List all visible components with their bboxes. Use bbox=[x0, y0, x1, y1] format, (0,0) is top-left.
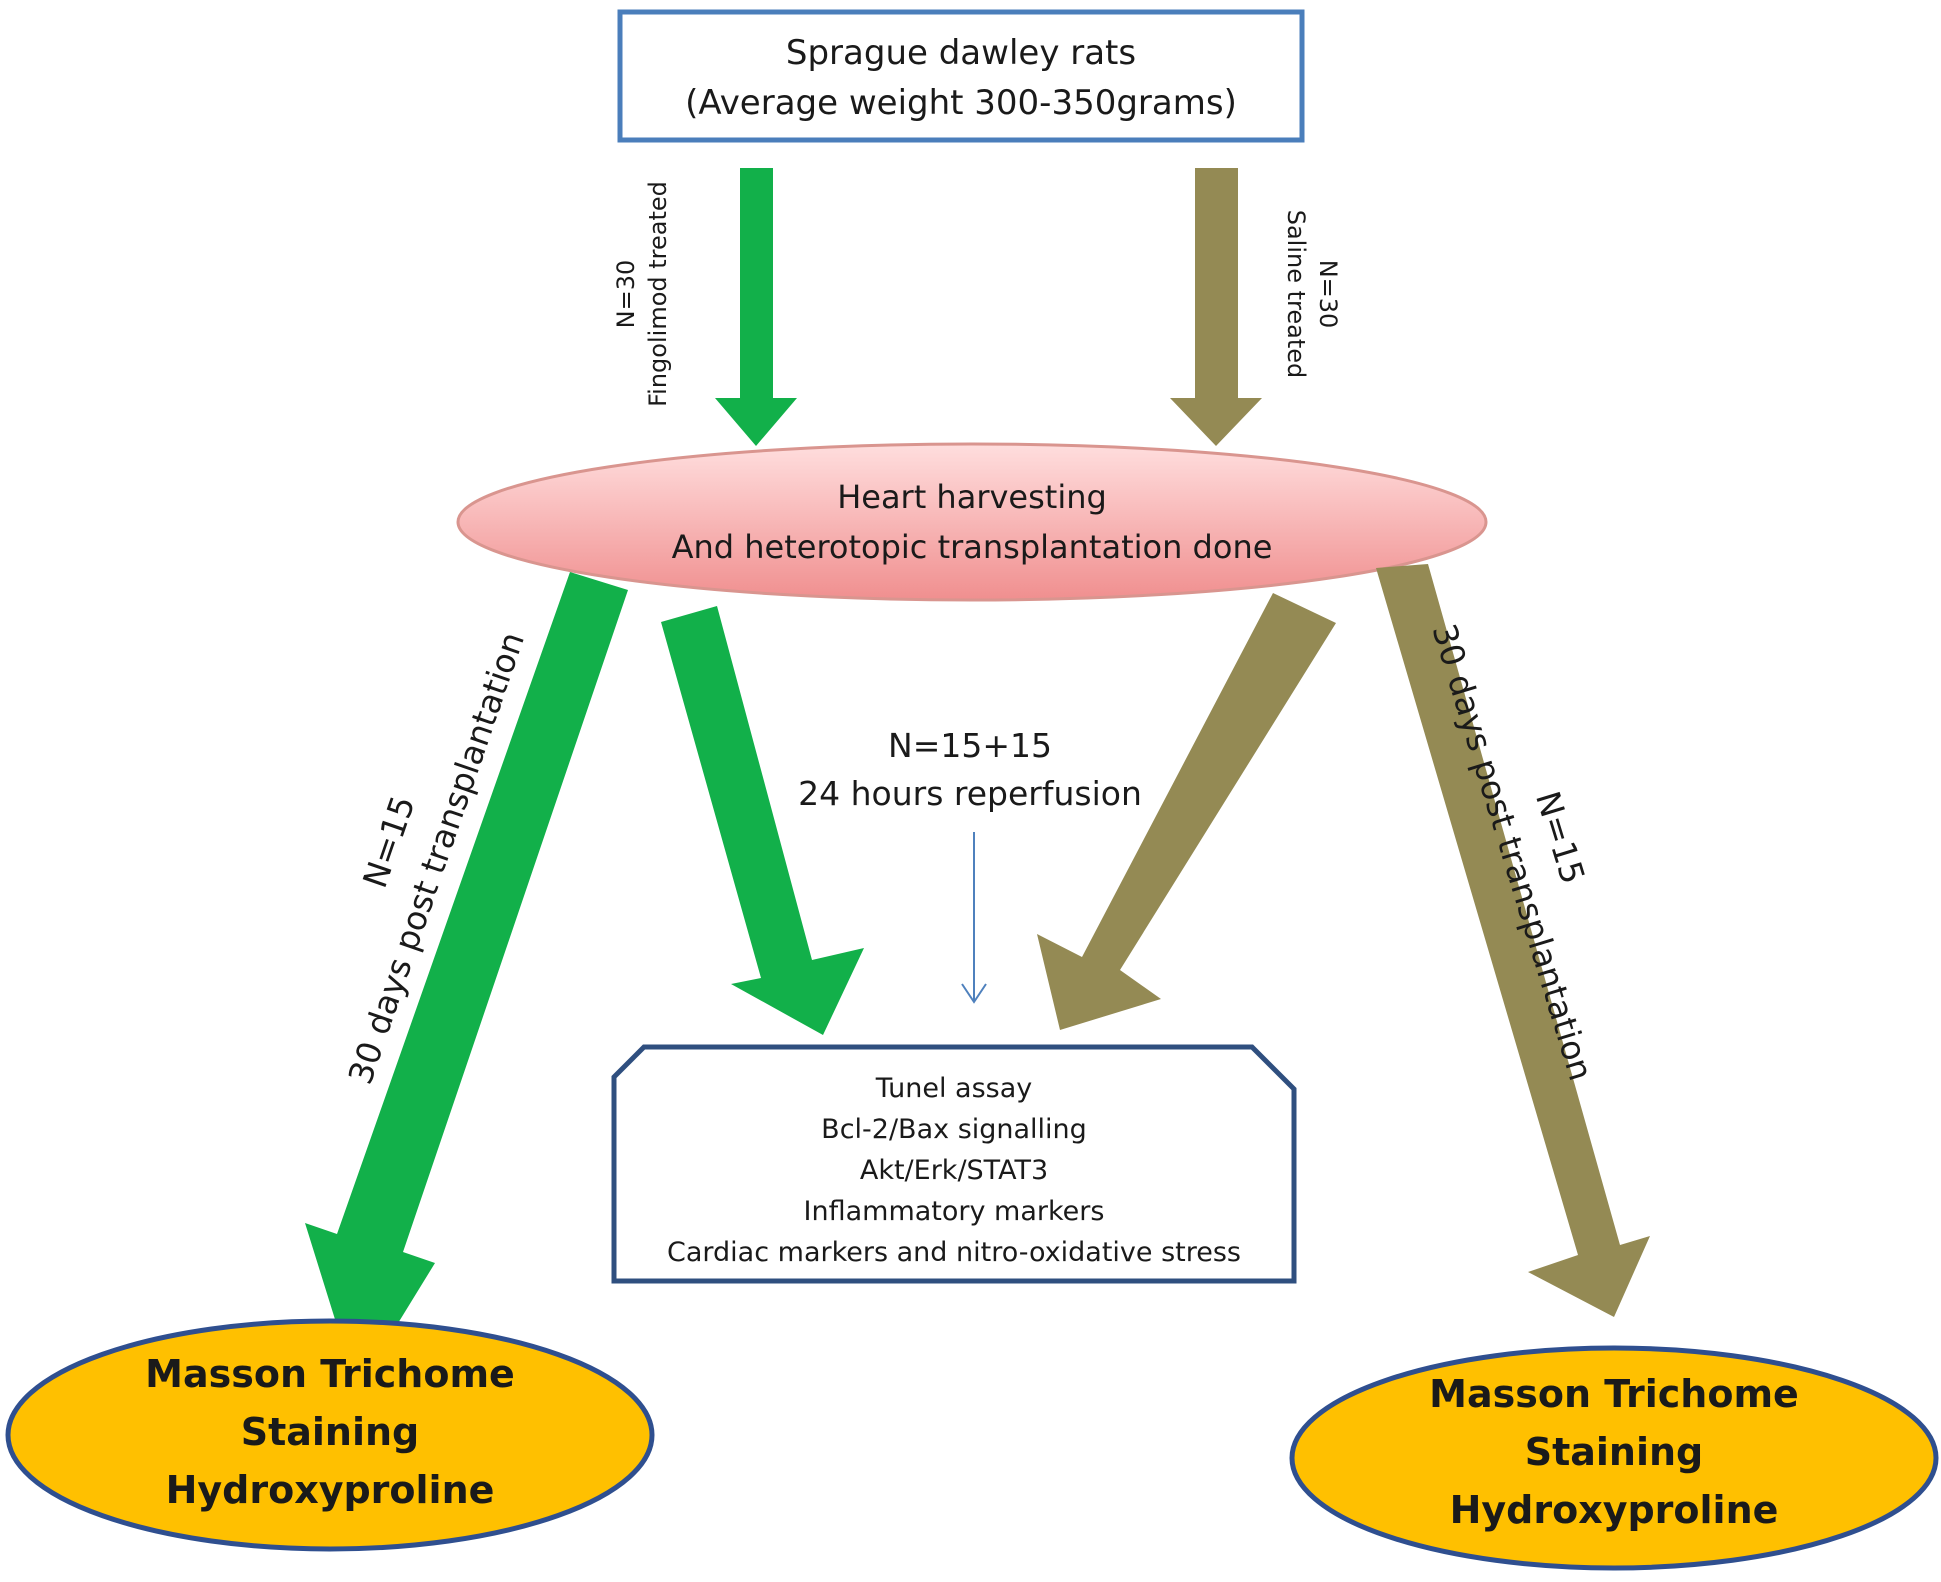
right-result-line: Staining bbox=[1524, 1430, 1704, 1474]
right-result-line: Hydroxyproline bbox=[1449, 1488, 1779, 1532]
left-result-line: Masson Trichome bbox=[145, 1352, 515, 1396]
left-result-text: Masson Trichome Staining Hydroxyproline bbox=[60, 1345, 600, 1519]
saline-n: N=30 bbox=[1314, 259, 1342, 329]
harvest-line1: Heart harvesting bbox=[837, 478, 1107, 516]
fingolimod-n: N=30 bbox=[612, 259, 640, 329]
saline-treatment: Saline treated bbox=[1282, 209, 1310, 379]
saline-label: N=30 Saline treated bbox=[1280, 154, 1344, 434]
harvest-text: Heart harvesting And heterotopic transpl… bbox=[500, 472, 1444, 572]
fingolimod-arrow bbox=[715, 168, 797, 446]
top-box-line1: Sprague dawley rats bbox=[785, 33, 1137, 73]
harvest-ellipse bbox=[456, 442, 1488, 602]
reperfusion-duration: 24 hours reperfusion bbox=[798, 774, 1142, 813]
assay-item: Tunel assay bbox=[875, 1073, 1033, 1104]
right-result-line: Masson Trichome bbox=[1429, 1372, 1799, 1416]
assay-item: Cardiac markers and nitro-oxidative stre… bbox=[667, 1237, 1241, 1268]
left-result-line: Hydroxyproline bbox=[165, 1468, 495, 1512]
thin-pointer-head bbox=[961, 983, 987, 1004]
right-result-ellipse bbox=[1289, 1345, 1939, 1571]
olive-long-arrow bbox=[1376, 564, 1650, 1317]
assay-list: Tunel assay Bcl-2/Bax signalling Akt/Erk… bbox=[614, 1068, 1294, 1273]
green-short-arrow bbox=[661, 606, 864, 1035]
assay-item: Bcl-2/Bax signalling bbox=[821, 1114, 1087, 1145]
top-box-text: Sprague dawley rats (Average weight 300-… bbox=[620, 28, 1302, 128]
assay-item: Akt/Erk/STAT3 bbox=[859, 1155, 1049, 1186]
olive-short-arrow bbox=[1037, 593, 1336, 1030]
reperfusion-n: N=15+15 bbox=[888, 726, 1052, 765]
top-box-line2: (Average weight 300-350grams) bbox=[685, 83, 1237, 123]
left-result-ellipse bbox=[5, 1318, 655, 1552]
assay-box bbox=[611, 1044, 1297, 1284]
fingolimod-label: N=30 Fingolimod treated bbox=[610, 154, 674, 434]
saline-arrow bbox=[1170, 168, 1262, 446]
top-box bbox=[617, 9, 1305, 143]
assay-item: Inflammatory markers bbox=[803, 1196, 1105, 1227]
green-long-arrow bbox=[305, 572, 628, 1390]
right-result-text: Masson Trichome Staining Hydroxyproline bbox=[1344, 1365, 1884, 1539]
fingolimod-treatment: Fingolimod treated bbox=[644, 181, 672, 407]
reperfusion-label: N=15+15 24 hours reperfusion bbox=[770, 722, 1170, 818]
harvest-line2: And heterotopic transplantation done bbox=[671, 528, 1273, 566]
left-result-line: Staining bbox=[240, 1410, 420, 1454]
